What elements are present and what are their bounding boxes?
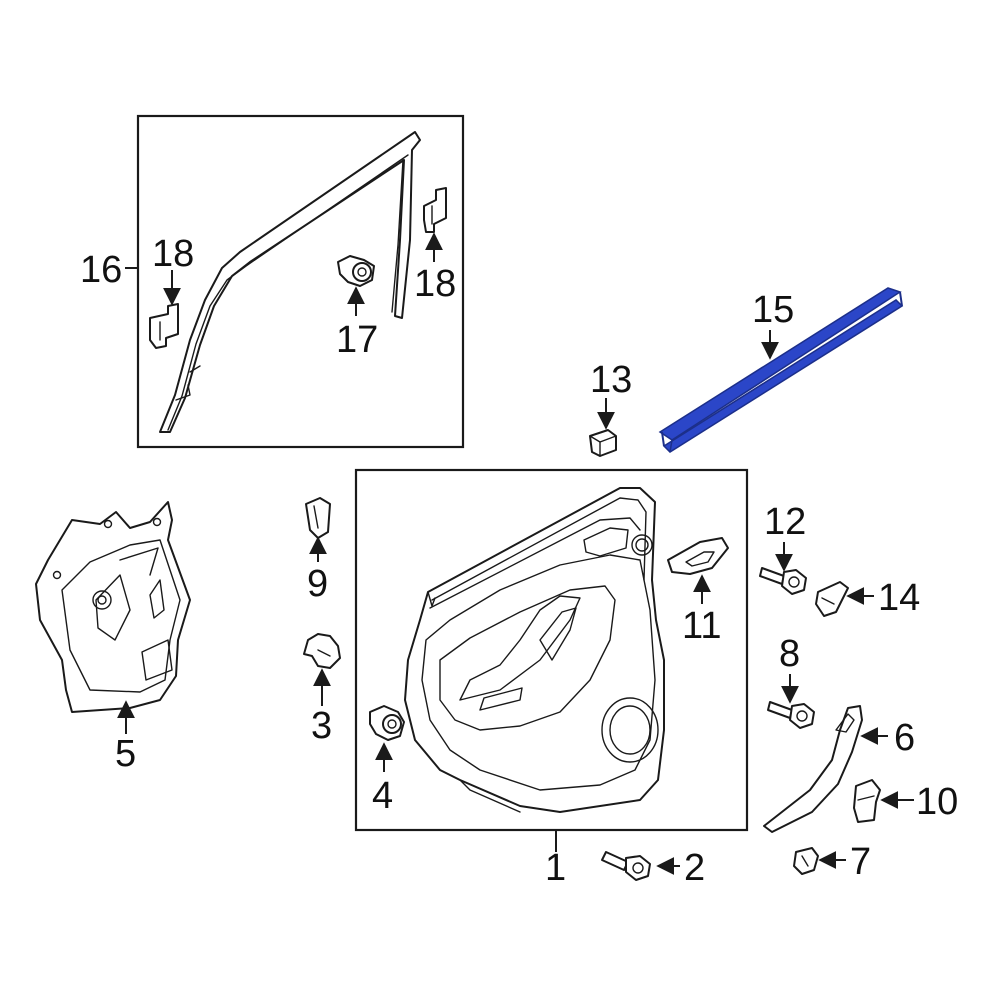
callout-15: 15 [752,289,794,331]
clip-9[interactable] [305,497,331,539]
callout-16: 16 [80,249,122,291]
callout-4: 4 [372,775,393,817]
pull-handle-6[interactable] [763,705,863,833]
callout-17: 17 [336,319,378,361]
clip-3[interactable] [303,633,341,669]
callout-9: 9 [307,563,328,605]
clip-10[interactable] [853,779,881,823]
inner-panel-part-5[interactable] [35,501,191,713]
push-pin-4[interactable] [369,705,405,741]
belt-weatherstrip-part-15[interactable] [658,287,904,453]
bolt-8[interactable] [767,701,815,729]
push-pin-17[interactable] [337,255,375,287]
block-13[interactable] [589,429,617,457]
door-trim-panel-part-1[interactable] [404,487,665,813]
callout-7: 7 [850,841,871,883]
callout-18b: 18 [414,263,456,305]
callout-2: 2 [684,847,705,889]
callout-5: 5 [115,733,136,775]
main-box-door-trim [354,468,749,832]
callout-11: 11 [682,605,721,647]
clip-18-right[interactable] [423,187,447,233]
callout-3: 3 [311,705,332,747]
callout-14: 14 [878,577,920,619]
bolt-12[interactable] [759,567,807,595]
bolt-2[interactable] [601,851,651,881]
callout-10: 10 [916,781,958,823]
callout-1: 1 [545,847,566,889]
clip-14[interactable] [815,581,849,617]
clip-7[interactable] [793,847,819,875]
callout-6: 6 [894,717,915,759]
callout-13: 13 [590,359,632,401]
window-frame-part[interactable] [159,131,421,433]
inset-box-window-frame [136,114,465,449]
callout-12: 12 [764,501,806,543]
handle-11[interactable] [667,537,729,575]
callout-8: 8 [779,633,800,675]
callout-18a: 18 [152,233,194,275]
clip-18-left[interactable] [149,303,179,349]
